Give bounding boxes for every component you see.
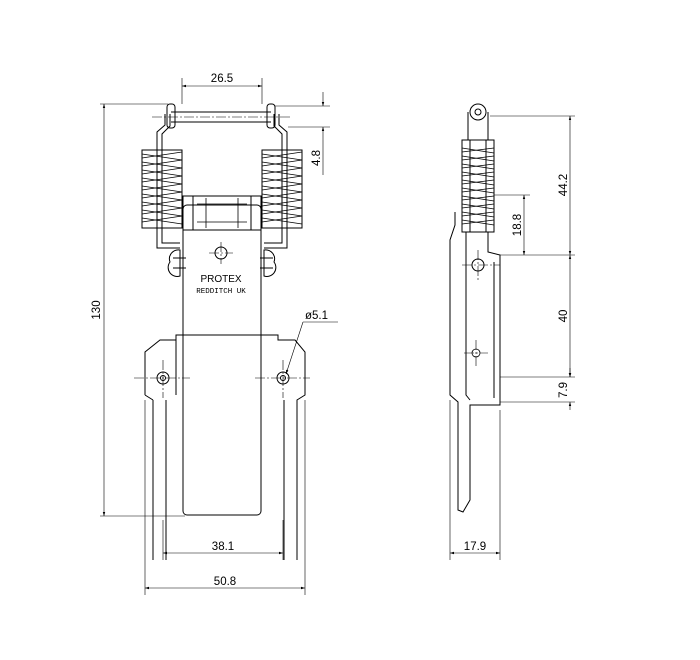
mounting-hole-right	[255, 360, 310, 398]
wire-bail	[156, 114, 288, 249]
side-latch	[449, 212, 501, 513]
hinge-knuckles	[167, 249, 277, 277]
dim-hole-spacing: 38.1	[162, 520, 284, 560]
side-spring	[461, 139, 495, 233]
svg-text:18.8: 18.8	[512, 214, 524, 236]
top-pin	[152, 103, 290, 129]
brand-label: PROTEX	[200, 274, 241, 285]
dim-side-mid: 18.8	[494, 194, 530, 255]
side-pivot	[462, 250, 500, 280]
base-plate	[144, 334, 306, 560]
dim-side-depth: 17.9	[449, 400, 501, 560]
svg-text:4.8: 4.8	[311, 150, 323, 166]
svg-text:44.2: 44.2	[558, 174, 570, 196]
dim-top-width: 26.5	[181, 73, 263, 104]
side-hole	[464, 340, 488, 366]
latch-body	[182, 204, 262, 516]
dim-offset-small: 4.8	[275, 92, 330, 175]
svg-text:40: 40	[558, 310, 570, 323]
side-view: 44.2 18.8 40 7.9 17.9	[449, 103, 575, 560]
svg-text:26.5: 26.5	[211, 73, 233, 85]
origin-label: REDDITCH UK	[196, 288, 246, 296]
side-eye	[467, 103, 489, 140]
front-view: PROTEX REDDITCH UK 26.5 4.	[91, 73, 338, 595]
svg-text:38.1: 38.1	[212, 541, 234, 553]
dim-side-upper: 44.2	[490, 115, 575, 256]
svg-text:130: 130	[91, 300, 103, 319]
rivet	[209, 242, 233, 264]
svg-text:50.8: 50.8	[214, 576, 236, 588]
dim-base-width: 50.8	[144, 400, 306, 595]
roller	[182, 195, 262, 231]
svg-text:ø5.1: ø5.1	[305, 310, 328, 322]
dim-hole-dia: ø5.1	[285, 310, 338, 375]
mounting-hole-left	[134, 360, 190, 398]
dim-side-bottom: 7.9	[500, 368, 575, 410]
svg-text:7.9: 7.9	[558, 382, 570, 398]
svg-text:17.9: 17.9	[464, 541, 486, 553]
dim-side-lower: 40	[500, 255, 575, 378]
dim-overall-height: 130	[91, 103, 185, 517]
